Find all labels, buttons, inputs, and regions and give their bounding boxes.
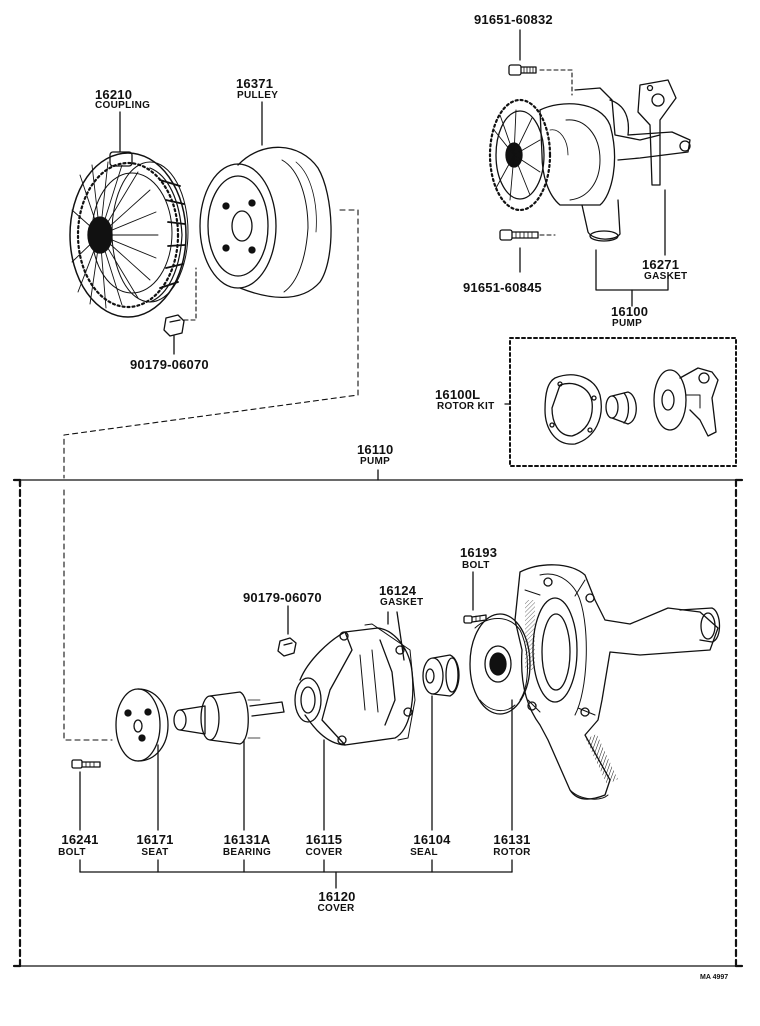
pump-assy-name: PUMP	[612, 318, 643, 329]
gasket-lower-name: GASKET	[380, 597, 424, 608]
pump-body-drawing	[514, 564, 721, 800]
pulley-name: PULLEY	[237, 90, 279, 101]
seat-drawing	[115, 688, 169, 762]
seat-name: SEAT	[141, 847, 169, 858]
gasket-lower-number: 16124	[379, 583, 417, 598]
nut-lower-number: 90179-06070	[243, 590, 322, 605]
drawing-code: MA 4997	[700, 974, 729, 981]
bolt-16241-drawing	[71, 759, 101, 769]
pulley-drawing	[199, 146, 332, 299]
pump-sub-number: 16110	[357, 442, 394, 457]
bolt-top-number: 91651-60832	[474, 12, 553, 27]
cover-16115-name: COVER	[305, 847, 343, 858]
gasket-top-number: 16271	[642, 257, 680, 272]
bolt-mid-number: 91651-60845	[463, 280, 542, 295]
coupling-number: 16210	[95, 87, 133, 102]
assembled-pump-drawing	[488, 79, 691, 242]
gasket-top-name: GASKET	[644, 271, 688, 282]
cover-assy-number: 16120	[318, 889, 356, 904]
bolt-16241-name: BOLT	[58, 847, 86, 858]
cover-16115-number: 16115	[305, 832, 343, 847]
bearing-number: 16131A	[223, 832, 271, 847]
rotor-name: ROTOR	[493, 847, 531, 858]
bolt-16193-number: 16193	[460, 545, 498, 560]
cover-assy-name: COVER	[317, 903, 355, 914]
rotor-number: 16131	[493, 832, 531, 847]
cover-16115-drawing	[294, 623, 416, 746]
pulley-number: 16371	[236, 76, 274, 91]
rotor-kit-number: 16100L	[435, 387, 481, 402]
pump-sub-name: PUMP	[360, 456, 391, 467]
seal-name: SEAL	[410, 847, 438, 858]
rotor-kit-name: ROTOR KIT	[437, 401, 495, 412]
fan-coupling-drawing	[69, 151, 189, 318]
bolt-16193-drawing	[463, 614, 487, 624]
bolt-mid-drawing	[499, 229, 539, 241]
seat-number: 16171	[136, 832, 174, 847]
nut-top-drawing	[163, 314, 185, 337]
pump-assy-number: 16100	[611, 304, 649, 319]
seal-drawing	[422, 654, 460, 697]
rotor-kit-drawing	[544, 367, 719, 445]
bearing-drawing	[173, 691, 285, 745]
bolt-16193-name: BOLT	[462, 560, 490, 571]
rotor-drawing	[469, 613, 531, 715]
seal-number: 16104	[413, 832, 451, 847]
nut-top-number: 90179-06070	[130, 357, 209, 372]
nut-lower-drawing	[277, 637, 297, 657]
coupling-name: COUPLING	[95, 100, 151, 111]
bolt-16241-number: 16241	[61, 832, 99, 847]
bolt-top-drawing	[508, 64, 537, 76]
bearing-name: BEARING	[222, 847, 272, 858]
